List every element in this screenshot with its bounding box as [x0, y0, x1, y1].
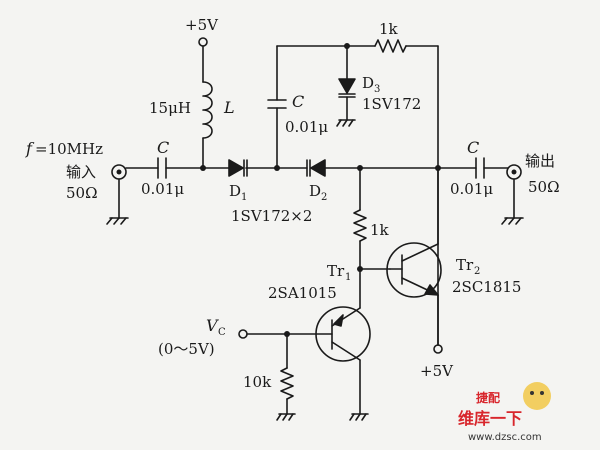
tr1-sub: 1 [345, 272, 351, 283]
vc-label: V [206, 316, 219, 335]
inductor-value: 15μH [149, 99, 191, 117]
mid-resistor-value: 1k [370, 221, 390, 239]
d1-label: D [229, 182, 241, 200]
vc-sub: C [218, 327, 226, 338]
d2-label: D [309, 182, 321, 200]
varactor-d1 [228, 159, 248, 177]
input-connector [106, 164, 129, 225]
vcc-bottom-terminal [433, 344, 443, 354]
input-capacitor [157, 157, 167, 179]
d2-sub: 2 [321, 192, 327, 203]
feedback-cap-symbol: C [292, 92, 304, 111]
watermark-site: www.dzsc.com [468, 432, 542, 443]
feedback-capacitor [267, 45, 287, 171]
inductor-L [198, 37, 213, 171]
input-cap-value: 0.01μ [141, 180, 184, 198]
output-capacitor [475, 157, 485, 179]
d3-label: D [362, 74, 374, 92]
feedback-resistor-value: 1k [379, 20, 399, 38]
tr2-part: 2SC1815 [452, 278, 521, 296]
transistor-tr1 [286, 306, 371, 421]
transistor-tr2 [386, 165, 442, 346]
input-impedance: 50Ω [66, 184, 98, 202]
d12-part: 1SV172×2 [231, 207, 312, 225]
d3-sub: 3 [374, 84, 380, 95]
inductor-symbol: L [223, 98, 235, 117]
mid-resistor [353, 165, 391, 309]
freq-f: f [25, 139, 35, 158]
input-cap-symbol: C [157, 138, 169, 157]
feedback-cap-value: 0.01μ [285, 118, 328, 136]
varactor-d2 [306, 159, 326, 177]
input-label: 输入 [66, 163, 96, 181]
output-cap-value: 0.01μ [450, 180, 493, 198]
watermark: 捷配 维库一下 www.dzsc.com [458, 382, 551, 443]
tr1-label: Tr [327, 262, 345, 280]
output-connector [501, 164, 524, 225]
output-impedance: 50Ω [528, 178, 560, 196]
bias-resistor-value: 10k [243, 373, 272, 391]
output-cap-symbol: C [467, 138, 479, 157]
vc-input [238, 329, 296, 421]
output-label: 输出 [525, 152, 555, 170]
tr2-label: Tr [456, 256, 474, 274]
vc-range: (0～5V) [158, 340, 215, 358]
watermark-badge: 捷配 [476, 390, 500, 405]
varactor-d3 [336, 45, 356, 127]
tr1-part: 2SA1015 [268, 284, 337, 302]
tr2-sub: 2 [474, 266, 480, 277]
vcc-top-label: +5V [185, 16, 219, 34]
freq-value: =10MHz [35, 140, 103, 158]
watermark-brand: 维库一下 [458, 409, 522, 428]
vcc-bottom-label: +5V [420, 362, 454, 380]
d1-sub: 1 [241, 192, 247, 203]
d3-part: 1SV172 [362, 95, 421, 113]
